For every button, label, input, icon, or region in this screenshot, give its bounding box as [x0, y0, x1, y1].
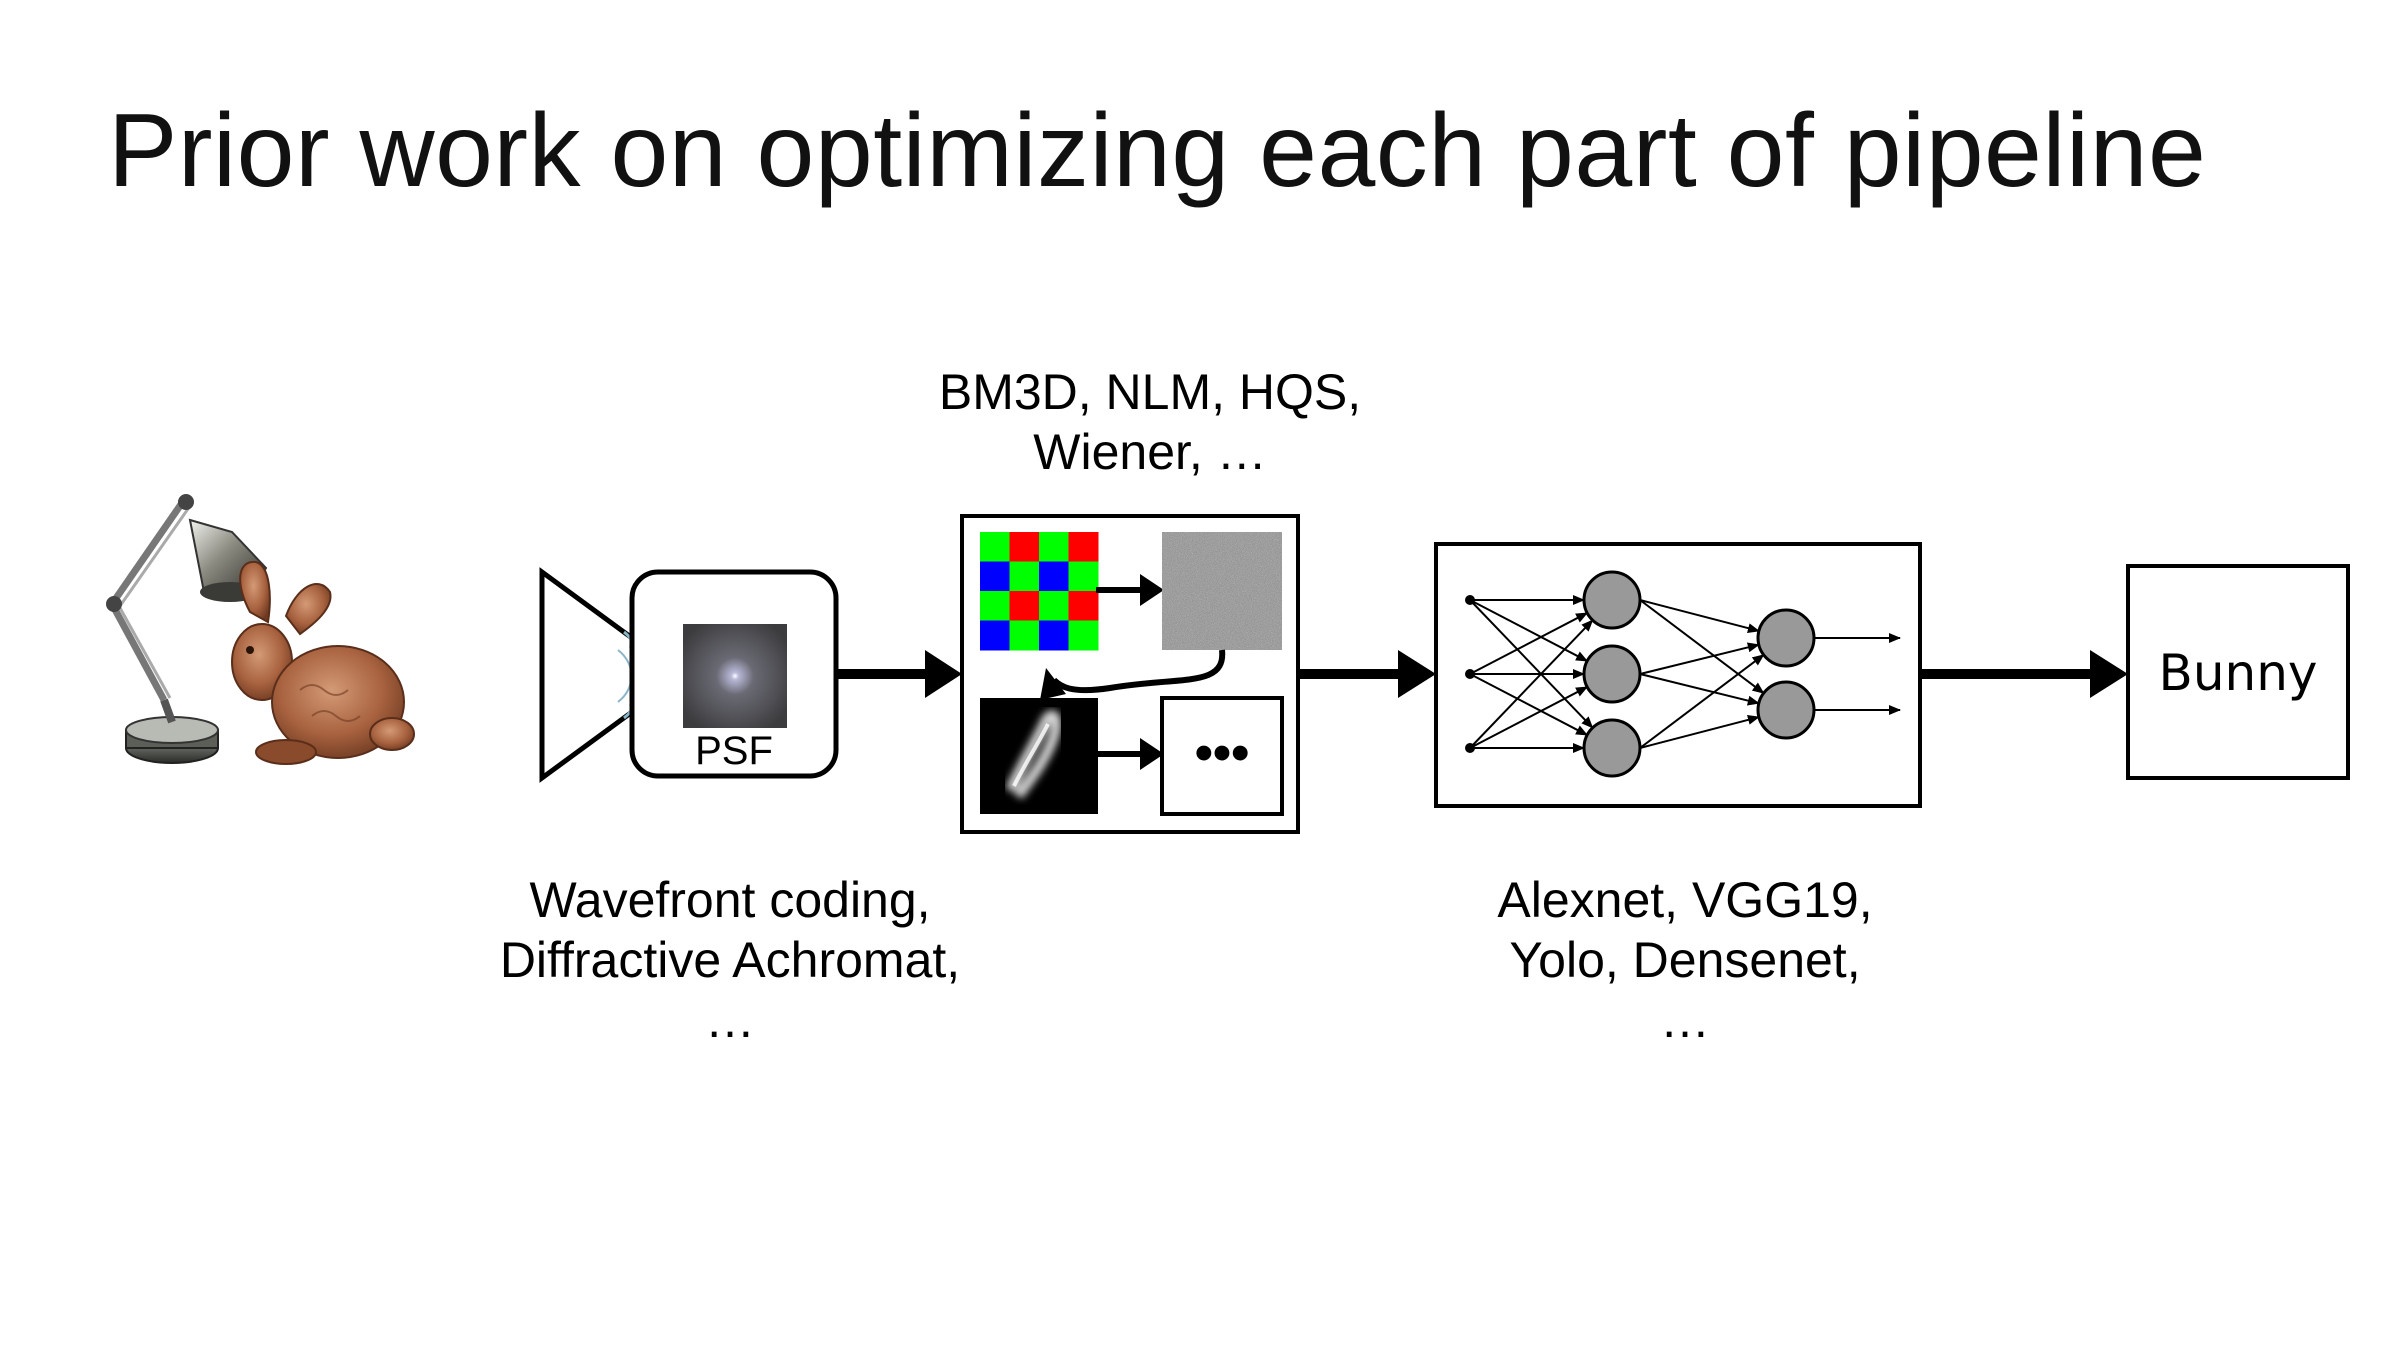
nn-connection — [1639, 599, 1760, 634]
nn-neuron — [1582, 644, 1642, 704]
nn-neuron — [1582, 718, 1642, 778]
bayer-cell — [980, 591, 1010, 621]
bayer-cell — [1068, 532, 1099, 562]
isp-caption-line-1: BM3D, NLM, HQS, — [938, 364, 1362, 420]
optics-caption-line-3: … — [705, 992, 755, 1048]
nn-input-node — [1465, 669, 1475, 679]
blur-kernel-trace — [1005, 710, 1062, 800]
nn-connection — [1639, 654, 1765, 749]
output-label: Bunny — [2159, 644, 2318, 702]
cnn-methods-caption: Alexnet, VGG19, Yolo, Densenet, … — [1395, 870, 1975, 1050]
cnn-caption-line-3: … — [1660, 992, 1710, 1048]
arrow-optics-to-isp — [836, 650, 962, 698]
bayer-cell — [1039, 591, 1069, 621]
nn-connection — [1469, 686, 1589, 749]
desk-lamp-icon — [106, 494, 268, 764]
bayer-cell — [1009, 620, 1040, 651]
bayer-cell — [1009, 532, 1040, 562]
connector-arrowhead — [1040, 668, 1066, 700]
more-methods-ellipsis: ••• — [1195, 724, 1250, 782]
bayer-cell — [980, 561, 1010, 592]
nn-connection — [1639, 714, 1760, 749]
nn-neuron — [1756, 680, 1816, 740]
neural-network-icon — [1465, 570, 1901, 778]
blur-kernel-highlight — [1012, 723, 1050, 787]
cnn-caption-line-1: Alexnet, VGG19, — [1497, 872, 1873, 928]
nn-connection — [1639, 673, 1760, 706]
bayer-cell — [1039, 561, 1069, 592]
nn-neuron — [1756, 608, 1816, 668]
bayer-cell — [1009, 561, 1040, 592]
noise-to-kernel-connector — [1051, 649, 1226, 694]
nn-input-node — [1465, 595, 1475, 605]
bayer-cell — [1068, 620, 1099, 651]
nn-input-node — [1465, 743, 1475, 753]
slide-title: Prior work on optimizing each part of pi… — [108, 93, 2207, 209]
noise-texture — [1162, 532, 1282, 650]
arrow-cnn-to-output — [1920, 650, 2128, 698]
bayer-cell — [1009, 591, 1040, 621]
psf-image — [683, 624, 787, 728]
cnn-caption-line-2: Yolo, Densenet, — [1509, 932, 1861, 988]
bayer-to-noise-arrow — [1096, 574, 1164, 606]
optics-methods-caption: Wavefront coding, Diffractive Achromat, … — [450, 870, 1010, 1050]
bayer-cell — [980, 532, 1010, 562]
nn-neuron — [1582, 570, 1642, 630]
bayer-cell — [980, 620, 1010, 651]
blur-kernel-image — [980, 698, 1098, 814]
camera-lens-icon — [539, 567, 644, 783]
bayer-cell — [1039, 620, 1069, 651]
isp-methods-caption: BM3D, NLM, HQS, Wiener, … — [860, 362, 1440, 482]
bayer-pattern-image — [980, 532, 1099, 651]
psf-label: PSF — [695, 729, 773, 773]
nn-connection — [1469, 619, 1594, 749]
output-box — [2126, 564, 2350, 780]
nn-connection — [1469, 599, 1594, 729]
nn-connection — [1469, 612, 1589, 675]
isp-caption-line-2: Wiener, … — [1033, 424, 1267, 480]
optics-caption-line-2: Diffractive Achromat, — [499, 932, 961, 988]
arrow-isp-to-cnn — [1298, 650, 1436, 698]
nn-connection — [1639, 642, 1760, 675]
nn-connection — [1469, 673, 1589, 736]
kernel-to-ellipsis-arrow — [1098, 738, 1164, 770]
optics-caption-line-1: Wavefront coding, — [529, 872, 931, 928]
bayer-cell — [1068, 561, 1099, 592]
nn-connection — [1469, 599, 1589, 662]
more-methods-box — [1160, 696, 1284, 816]
bayer-cell — [1039, 532, 1069, 562]
nn-connection — [1639, 599, 1765, 694]
bayer-cell — [1068, 591, 1099, 621]
bunny-icon — [231, 560, 415, 765]
